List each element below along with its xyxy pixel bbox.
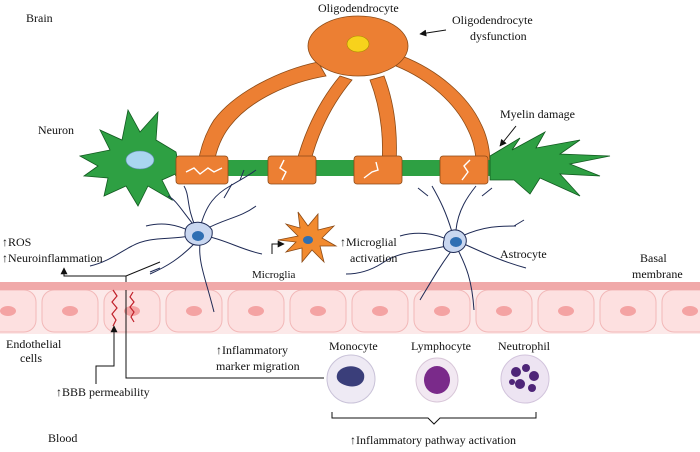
oligodendrocyte-processes xyxy=(197,55,491,165)
endothelial-nucleus xyxy=(496,306,512,316)
label-basal-2: membrane xyxy=(632,267,683,281)
microglia-nucleus xyxy=(303,236,313,244)
lymphocyte xyxy=(415,357,459,403)
myelin-damage-arrow xyxy=(499,125,517,147)
label-microglial-activation-2: activation xyxy=(350,251,397,265)
endothelial-layer xyxy=(0,288,700,334)
bbb-arrow xyxy=(95,325,118,384)
label-endothelial-2: cells xyxy=(20,351,42,365)
label-myelin-damage: Myelin damage xyxy=(500,107,575,121)
microglia xyxy=(277,211,338,264)
label-brain: Brain xyxy=(26,11,53,25)
label-basal-1: Basal xyxy=(640,251,667,265)
endothelial-nucleus xyxy=(124,306,140,316)
label-bbb-permeability: ↑BBB permeability xyxy=(56,385,150,399)
neuron-nucleus xyxy=(125,150,155,170)
oligodendrocyte xyxy=(307,15,409,77)
endothelial-nucleus xyxy=(310,306,326,316)
label-oligo-dysfunction-1: Oligodendrocyte xyxy=(452,13,533,27)
blood-cell-brace xyxy=(331,412,537,425)
label-oligodendrocyte: Oligodendrocyte xyxy=(318,1,399,15)
basal-membrane xyxy=(0,282,700,290)
label-ros: ↑ROS xyxy=(2,235,31,249)
label-lymphocyte: Lymphocyte xyxy=(411,339,471,353)
astrocyte-right-nucleus xyxy=(450,237,462,247)
endothelial-nucleus xyxy=(62,306,78,316)
label-monocyte: Monocyte xyxy=(329,339,378,353)
endothelial-nucleus xyxy=(0,306,16,316)
label-neuroinflammation: ↑Neuroinflammation xyxy=(2,251,103,265)
endothelial-nucleus xyxy=(248,306,264,316)
label-marker-migration-1: ↑Inflammatory xyxy=(216,343,288,357)
myelin-damage-cracks xyxy=(185,159,471,181)
neutrophil xyxy=(500,354,550,404)
neuron xyxy=(78,108,611,207)
astrocyte-right xyxy=(345,185,527,311)
label-microglial-activation-1: ↑Microglial xyxy=(340,235,397,249)
endothelial-nucleus xyxy=(372,306,388,316)
endothelial-nucleus xyxy=(620,306,636,316)
neuron-axon xyxy=(175,160,500,176)
migration-line xyxy=(125,290,324,379)
bbb-cracks xyxy=(111,289,135,327)
astrocyte-left-nucleus xyxy=(192,231,204,241)
monocyte xyxy=(326,354,376,404)
label-astrocyte: Astrocyte xyxy=(500,247,547,261)
endothelial-nucleus xyxy=(434,306,450,316)
label-microglia: Microglia xyxy=(252,269,295,281)
endothelial-nucleus xyxy=(186,306,202,316)
oligo-dysfunction-arrow xyxy=(419,29,447,37)
ros-link xyxy=(125,261,161,277)
label-neutrophil: Neutrophil xyxy=(498,339,551,353)
label-marker-migration-2: marker migration xyxy=(216,359,300,373)
endothelial-nucleus xyxy=(682,306,698,316)
label-endothelial-1: Endothelial xyxy=(6,337,62,351)
axon-terminal xyxy=(489,130,611,197)
label-blood: Blood xyxy=(48,431,77,445)
label-oligo-dysfunction-2: dysfunction xyxy=(470,29,527,43)
label-neuron: Neuron xyxy=(38,123,74,137)
connectors xyxy=(60,29,517,384)
oligodendrocyte-nucleus xyxy=(346,35,370,53)
ros-arrow xyxy=(60,267,127,282)
microglia-arrow xyxy=(271,240,285,254)
label-pathway-activation: ↑Inflammatory pathway activation xyxy=(350,433,516,447)
endothelial-nucleus xyxy=(558,306,574,316)
